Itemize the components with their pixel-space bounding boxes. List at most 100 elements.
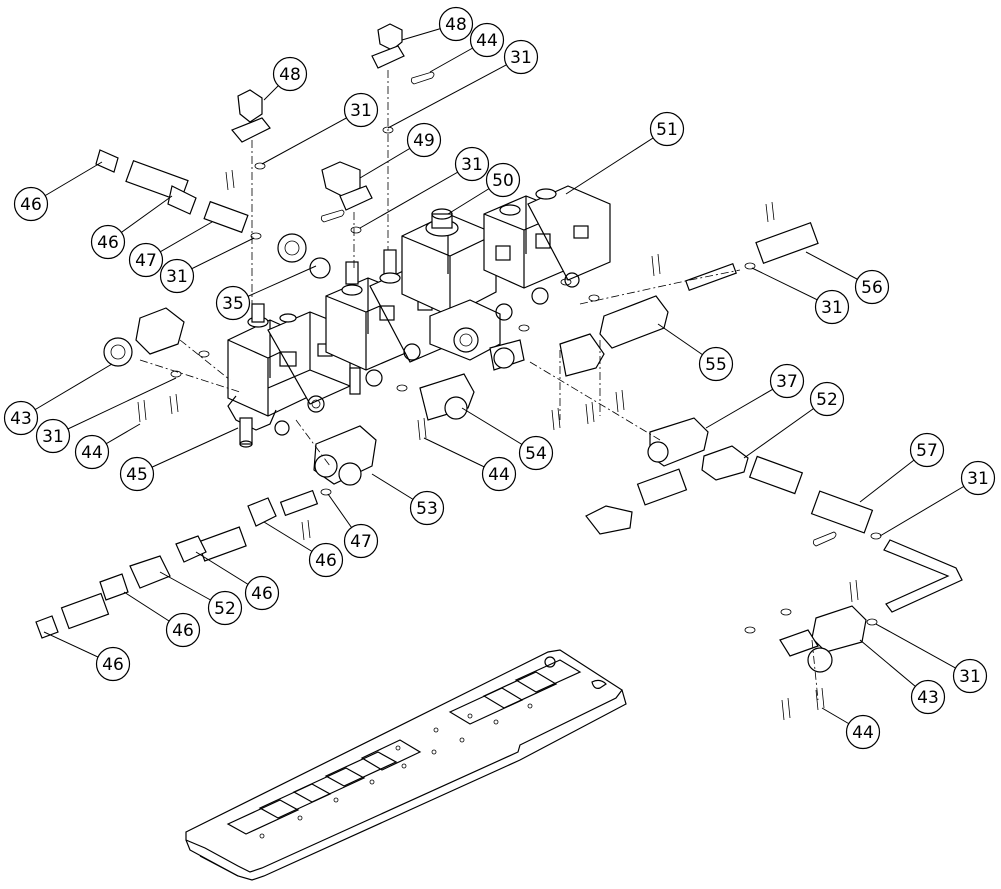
callout-label: 53 (416, 499, 438, 519)
callout-label: 31 (821, 298, 843, 318)
callout-circle (481, 456, 517, 492)
callout-circle (814, 289, 850, 325)
mounting-plate (185, 649, 627, 881)
callout-31: 31 (503, 39, 539, 75)
callout-circle (485, 162, 521, 198)
fittings (35, 23, 963, 673)
callout-label: 49 (413, 131, 435, 151)
callout-47: 47 (343, 523, 379, 559)
callout-circle (95, 646, 131, 682)
callout-circle (165, 612, 201, 648)
callout-label: 43 (917, 688, 939, 708)
callout-circle (952, 658, 988, 694)
callout-31: 31 (454, 146, 490, 182)
callout-circle (119, 456, 155, 492)
callout-circle (406, 122, 442, 158)
callout-label: 44 (81, 443, 103, 463)
callout-circle (13, 186, 49, 222)
callout-label: 46 (172, 621, 194, 641)
callout-46: 46 (90, 224, 126, 260)
callout-label: 52 (214, 599, 236, 619)
callout-31: 31 (960, 460, 996, 496)
callout-circle (469, 22, 505, 58)
callout-circle (207, 590, 243, 626)
callout-label: 47 (350, 532, 372, 552)
hairpin-clips (137, 71, 859, 721)
callout-circle (503, 39, 539, 75)
callout-31: 31 (35, 418, 71, 454)
callout-label: 47 (135, 251, 157, 271)
callout-31: 31 (814, 289, 850, 325)
callout-label: 35 (222, 294, 244, 314)
callout-31: 31 (343, 92, 379, 128)
assembly-centerlines (139, 70, 819, 701)
callout-label: 44 (852, 723, 874, 743)
callout-44: 44 (845, 714, 881, 750)
callout-circle (215, 285, 251, 321)
callout-label: 57 (916, 441, 938, 461)
callout-46: 46 (13, 186, 49, 222)
callout-circle (3, 400, 39, 436)
callout-57: 57 (909, 432, 945, 468)
callout-circle (845, 714, 881, 750)
solenoid-valve-block-right (483, 185, 611, 321)
callout-circle (698, 346, 734, 382)
callout-label: 52 (816, 390, 838, 410)
callout-circle (438, 6, 474, 42)
callout-50: 50 (485, 162, 521, 198)
callout-label: 56 (861, 278, 883, 298)
callout-label: 48 (279, 65, 301, 85)
callout-circle (308, 542, 344, 578)
callout-label: 31 (42, 427, 64, 447)
callout-label: 46 (97, 233, 119, 253)
callout-label: 48 (445, 15, 467, 35)
callout-circle (409, 490, 445, 526)
callout-46: 46 (165, 612, 201, 648)
callout-circle (854, 269, 890, 305)
callout-45: 45 (119, 456, 155, 492)
callout-label: 51 (656, 120, 678, 140)
callout-circle (910, 679, 946, 715)
callout-label: 31 (510, 48, 532, 68)
callout-46: 46 (308, 542, 344, 578)
callout-label: 46 (102, 655, 124, 675)
callout-54: 54 (518, 435, 554, 471)
callout-44: 44 (74, 434, 110, 470)
callout-label: 46 (315, 551, 337, 571)
callout-circle (343, 523, 379, 559)
callout-circle (74, 434, 110, 470)
callout-label: 31 (166, 267, 188, 287)
callout-46: 46 (95, 646, 131, 682)
callout-circle (909, 432, 945, 468)
callout-37: 37 (769, 363, 805, 399)
callout-53: 53 (409, 490, 445, 526)
callout-circle (454, 146, 490, 182)
callout-46: 46 (244, 575, 280, 611)
callout-label: 46 (251, 584, 273, 604)
callout-label: 31 (461, 155, 483, 175)
callout-circle (960, 460, 996, 496)
callout-31: 31 (952, 658, 988, 694)
callout-circle (518, 435, 554, 471)
callout-55: 55 (698, 346, 734, 382)
callout-label: 31 (350, 101, 372, 121)
callout-circle (244, 575, 280, 611)
callout-circle (90, 224, 126, 260)
callout-label: 31 (967, 469, 989, 489)
callout-43: 43 (910, 679, 946, 715)
callout-circle (649, 111, 685, 147)
callout-label: 46 (20, 195, 42, 215)
callout-circle (769, 363, 805, 399)
callout-31: 31 (159, 258, 195, 294)
callout-49: 49 (406, 122, 442, 158)
callout-52: 52 (207, 590, 243, 626)
callout-circle (35, 418, 71, 454)
callout-44: 44 (469, 22, 505, 58)
callout-circle (272, 56, 308, 92)
callout-35: 35 (215, 285, 251, 321)
callout-label: 55 (705, 355, 727, 375)
callout-52: 52 (809, 381, 845, 417)
callout-label: 45 (126, 465, 148, 485)
